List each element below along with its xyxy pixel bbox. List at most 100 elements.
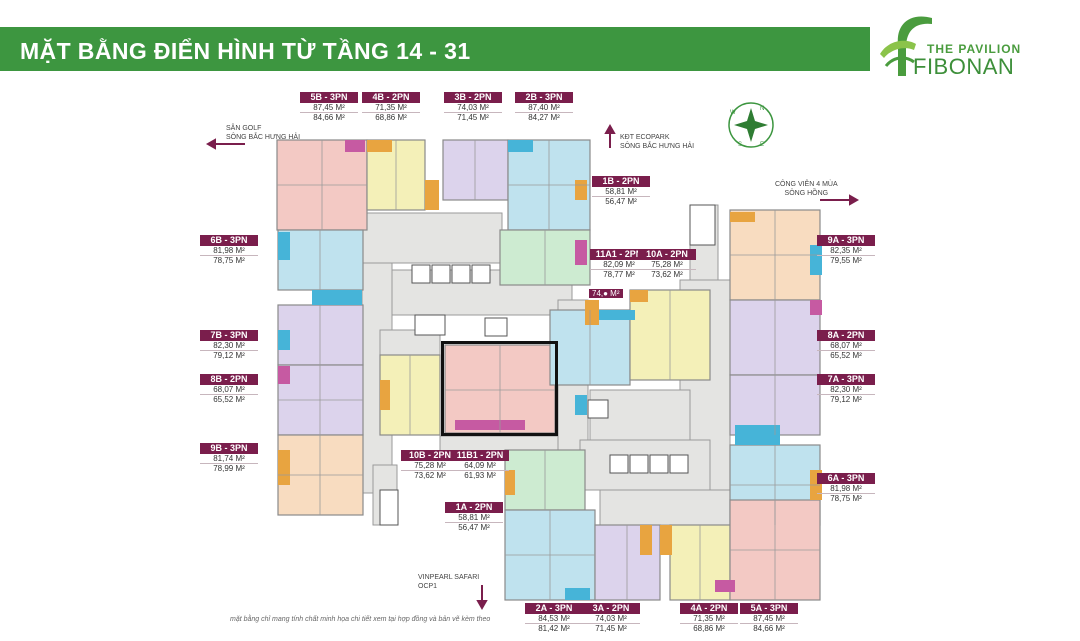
compass-icon: N E S W xyxy=(728,102,774,148)
unit-area-1: 68,07 M² xyxy=(817,341,875,351)
arrows xyxy=(205,123,860,611)
partial-area-label: 74,● M² xyxy=(589,289,623,298)
unit-area-2: 79,12 M² xyxy=(213,351,245,360)
unit-area-1: 87,45 M² xyxy=(300,103,358,113)
logo-name: FIBONAN xyxy=(913,54,1015,79)
unit-area-1: 82,35 M² xyxy=(817,246,875,256)
direction-golf-text: SÂN GOLF SÔNG BẮC HƯNG HẢI xyxy=(226,125,301,141)
selected-unit-highlight[interactable] xyxy=(441,341,558,436)
unit-area-2: 78,99 M² xyxy=(213,464,245,473)
direction-ecopark-text: KĐT ECOPARK SÔNG BẮC HƯNG HẢI xyxy=(620,134,695,150)
page-title: MẶT BẰNG ĐIỂN HÌNH TỪ TẦNG 14 - 31 xyxy=(20,38,471,64)
unit-area-2: 78,77 M² xyxy=(603,270,635,279)
unit-area-1: 74,03 M² xyxy=(444,103,502,113)
direction-park: CÔNG VIÊN 4 MÙA SÔNG HỒNG xyxy=(775,180,838,198)
unit-name: 6A - 3PN xyxy=(817,473,875,484)
unit-area-1: 81,98 M² xyxy=(817,484,875,494)
unit-area-1: 84,53 M² xyxy=(525,614,583,624)
unit-area-2: 78,75 M² xyxy=(830,494,862,503)
unit-area-2: 79,55 M² xyxy=(830,256,862,265)
unit-name: 9A - 3PN xyxy=(817,235,875,246)
accent-strips xyxy=(278,140,822,600)
direction-safari: VINPEARL SAFARI OCP1 xyxy=(418,573,479,591)
unit-area-2: 84,27 M² xyxy=(528,113,560,122)
unit-name: 3B - 2PN xyxy=(444,92,502,103)
unit-name: 3A - 2PN xyxy=(582,603,640,614)
unit-7b-block xyxy=(277,304,364,366)
unit-area-1: 87,45 M² xyxy=(740,614,798,624)
unit-name: 1A - 2PN xyxy=(445,502,503,513)
unit-6b-block xyxy=(277,229,364,291)
unit-area-2: 61,93 M² xyxy=(464,471,496,480)
unit-area-1: 82,09 M² xyxy=(590,260,648,270)
unit-area-1: 87,40 M² xyxy=(515,103,573,113)
unit-area-1: 82,30 M² xyxy=(200,341,258,351)
compass-letter-n: N xyxy=(760,106,764,112)
compass-letter-w: W xyxy=(730,110,736,116)
unit-area-2: 65,52 M² xyxy=(213,395,245,404)
logo-top-line: THE PAVILION xyxy=(927,42,1022,56)
unit-area-2: 71,45 M² xyxy=(457,113,489,122)
unit-name: 5B - 3PN xyxy=(300,92,358,103)
unit-name: 5A - 3PN xyxy=(740,603,798,614)
unit-area-2: 71,45 M² xyxy=(595,624,627,633)
unit-name: 6B - 3PN xyxy=(200,235,258,246)
interior-walls xyxy=(277,140,820,600)
unit-area-1: 74,03 M² xyxy=(582,614,640,624)
unit-area-2: 78,75 M² xyxy=(213,256,245,265)
unit-area-1: 81,74 M² xyxy=(200,454,258,464)
unit-name: 10B - 2PN xyxy=(401,450,459,461)
unit-name: 7B - 3PN xyxy=(200,330,258,341)
unit-area-2: 68,86 M² xyxy=(693,624,725,633)
unit-area-2: 56,47 M² xyxy=(458,523,490,532)
unit-name: 7A - 3PN xyxy=(817,374,875,385)
unit-area-1: 71,35 M² xyxy=(680,614,738,624)
compass-letter-e: E xyxy=(760,142,764,148)
unit-area-2: 79,12 M² xyxy=(830,395,862,404)
unit-name: 11A1 - 2PN xyxy=(590,249,648,260)
unit-3b-block xyxy=(442,139,509,201)
unit-area-2: 84,66 M² xyxy=(313,113,345,122)
unit-name: 4A - 2PN xyxy=(680,603,738,614)
header-banner xyxy=(0,27,870,71)
unit-area-1: 58,81 M² xyxy=(445,513,503,523)
corridors xyxy=(361,204,731,526)
unit-name: 9B - 3PN xyxy=(200,443,258,454)
unit-area-1: 75,28 M² xyxy=(401,461,459,471)
direction-safari-text: VINPEARL SAFARI OCP1 xyxy=(418,574,480,590)
unit-area-2: 68,86 M² xyxy=(375,113,407,122)
unit-area-1: 71,35 M² xyxy=(362,103,420,113)
unit-name: 11B1 - 2PN xyxy=(451,450,509,461)
unit-area-1: 81,98 M² xyxy=(200,246,258,256)
direction-park-text: CÔNG VIÊN 4 MÙA SÔNG HỒNG xyxy=(775,181,838,197)
unit-area-2: 73,62 M² xyxy=(651,270,683,279)
elevators-stairs xyxy=(379,204,716,526)
unit-area-2: 84,66 M² xyxy=(753,624,785,633)
unit-name: 2A - 3PN xyxy=(525,603,583,614)
unit-area-1: 64,09 M² xyxy=(451,461,509,471)
unit-area-2: 65,52 M² xyxy=(830,351,862,360)
